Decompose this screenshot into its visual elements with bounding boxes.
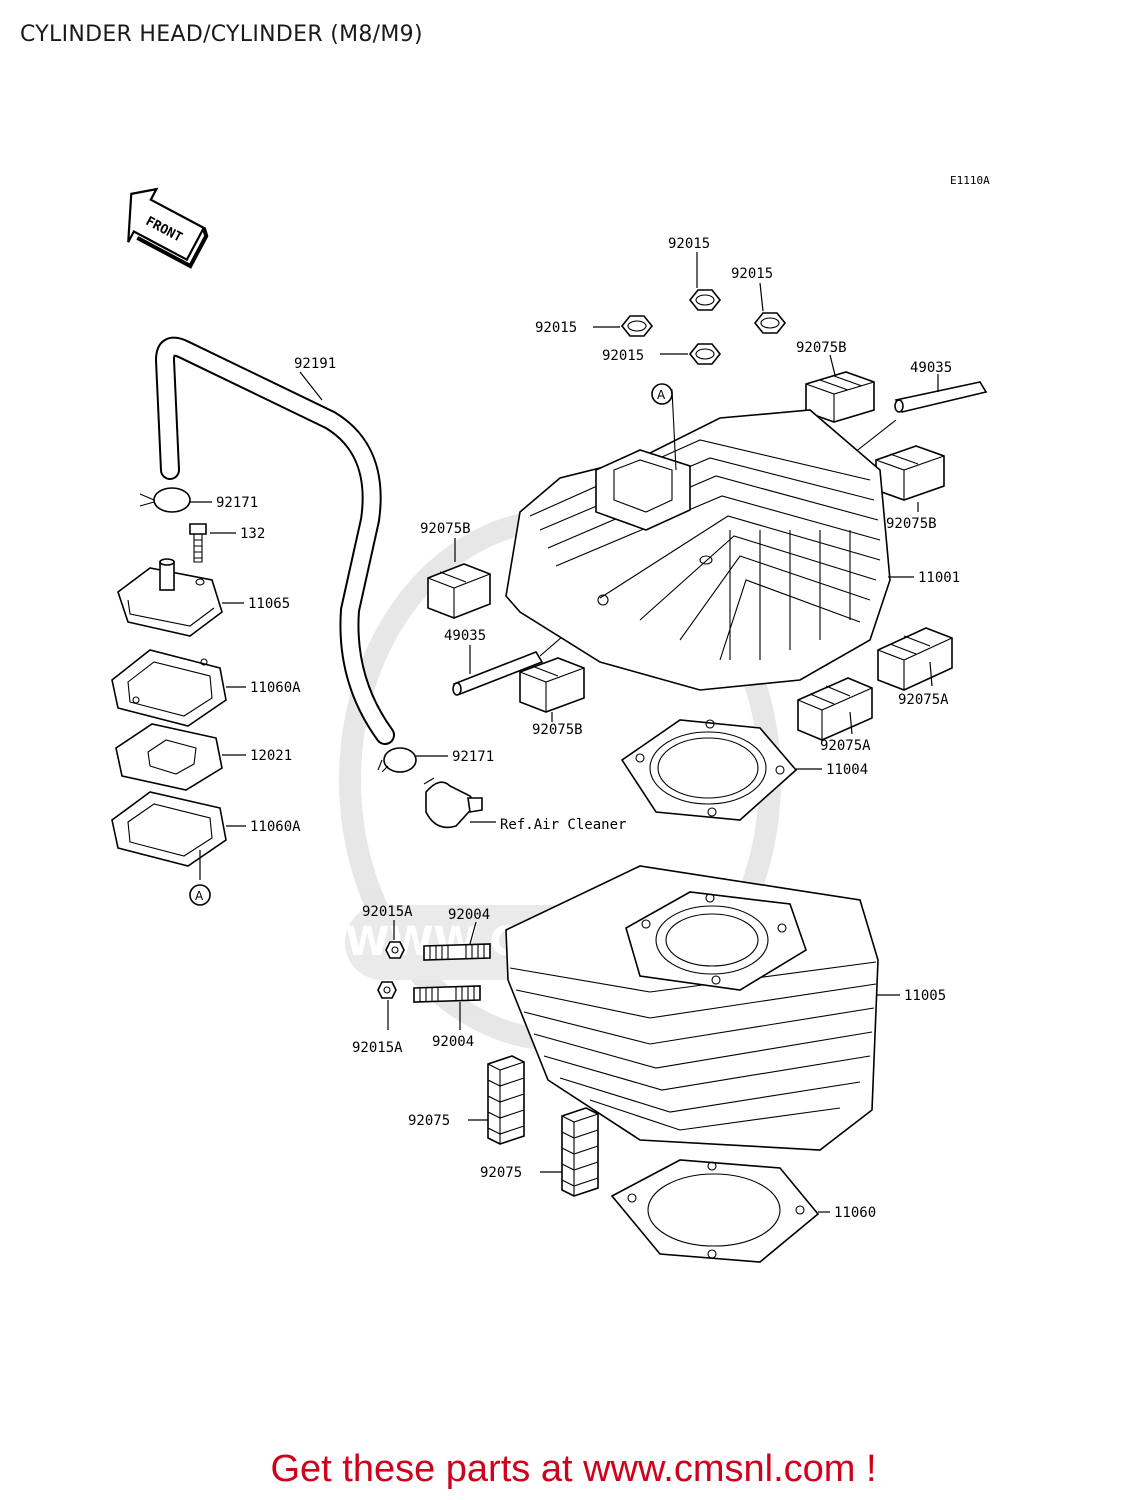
damper-block-left-icon [427, 563, 491, 619]
callout-92171-bottom: 92171 [452, 749, 494, 765]
callout-92075a-right: 92075A [898, 692, 949, 708]
front-arrow-icon: FRONT [127, 187, 209, 269]
damper-stack-left-icon [487, 1055, 525, 1145]
callout-92004-bottom: 92004 [432, 1034, 474, 1050]
callout-92075b-top: 92075B [796, 340, 847, 356]
reed-valve-cover-icon [117, 558, 223, 637]
cylinder-barrel-icon [505, 865, 879, 1151]
damper-block-icon [805, 371, 875, 423]
page-title: CYLINDER HEAD/CYLINDER (M8/M9) [20, 22, 423, 47]
callout-92015-right: 92015 [731, 266, 773, 282]
callout-11060a-upper: 11060A [250, 680, 301, 696]
ref-a-label-top: A [657, 388, 666, 402]
base-gasket-icon [610, 1159, 820, 1263]
callout-92015-bottom: 92015 [602, 348, 644, 364]
head-gasket-icon [620, 719, 798, 821]
callout-11001: 11001 [918, 570, 960, 586]
callout-49035-top: 49035 [910, 360, 952, 376]
callout-11065: 11065 [248, 596, 290, 612]
callout-12021: 12021 [250, 748, 292, 764]
callout-92075a-center: 92075A [820, 738, 871, 754]
hose-clamp-icon [139, 487, 191, 513]
damper-block-center-icon [519, 657, 585, 713]
ref-a-marker-bottom [189, 884, 211, 906]
diagram-code: E1110A [950, 174, 990, 187]
callout-92075-center: 92075 [480, 1165, 522, 1181]
footer-shop-link[interactable]: Get these parts at www.cmsnl.com ! [270, 1448, 877, 1490]
callout-92171-top: 92171 [216, 495, 258, 511]
callout-11060: 11060 [834, 1205, 876, 1221]
callout-92015a-bottom: 92015A [352, 1040, 403, 1056]
exhaust-nut-icon [377, 941, 405, 999]
bolt-icon [189, 523, 207, 563]
damper-a-center-icon [797, 677, 873, 741]
flange-nut-icon [620, 289, 787, 365]
callout-49035-left: 49035 [444, 628, 486, 644]
callout-92004-top: 92004 [448, 907, 490, 923]
callout-11004: 11004 [826, 762, 868, 778]
callout-92015-left: 92015 [535, 320, 577, 336]
callout-92075b-center: 92075B [532, 722, 583, 738]
reed-gasket-lower-icon [111, 791, 227, 867]
callout-92191: 92191 [294, 356, 336, 372]
stud-bolt-icon [413, 943, 491, 1003]
callout-92075b-right: 92075B [886, 516, 937, 532]
callout-11005: 11005 [904, 988, 946, 1004]
ref-air-cleaner: Ref.Air Cleaner [500, 817, 626, 833]
damper-a-right-icon [877, 627, 953, 691]
dowel-pin-left-icon [452, 651, 544, 696]
dowel-pin-icon [894, 381, 988, 413]
callout-92075-left: 92075 [408, 1113, 450, 1129]
reed-plate-icon [115, 723, 223, 791]
cylinder-head-icon [505, 389, 891, 691]
ref-a-marker-top [651, 383, 673, 405]
exploded-parts-diagram: WWW.CMSNL.COM E1110A FRONT 92015 92015 9… [111, 174, 990, 1263]
hose-clamp-lower-icon [377, 747, 417, 773]
callout-92015a-top: 92015A [362, 904, 413, 920]
callout-92075b-left: 92075B [420, 521, 471, 537]
ref-a-label-bottom: A [195, 889, 204, 903]
callout-132: 132 [240, 526, 265, 542]
callout-11060a-lower: 11060A [250, 819, 301, 835]
damper-stack-center-icon [561, 1107, 599, 1197]
damper-block-right-icon [875, 445, 945, 501]
callout-92015-top: 92015 [668, 236, 710, 252]
reed-gasket-icon [111, 649, 227, 727]
air-elbow-icon [423, 777, 483, 829]
